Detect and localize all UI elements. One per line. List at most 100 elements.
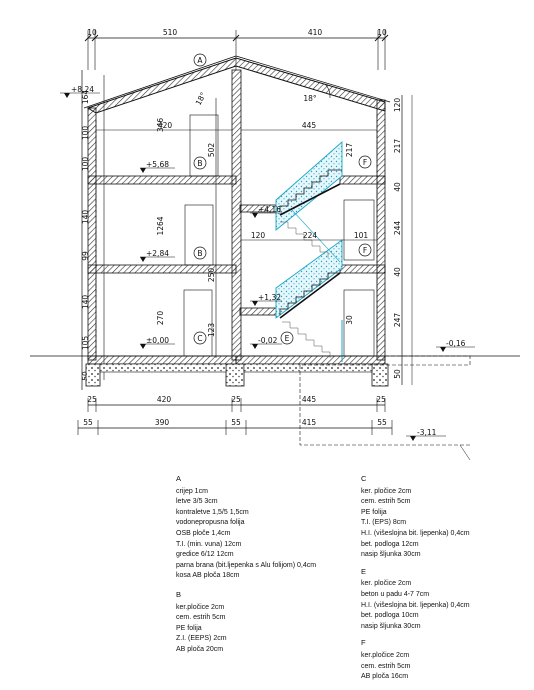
section-tag-labels: A B B C E F F: [197, 56, 367, 343]
dim-left-100b: 100: [81, 157, 90, 172]
ground-line: [30, 355, 520, 460]
legend-item: bet. podloga 12cm: [361, 540, 419, 548]
bottom-dimension-chain-2: 55 390 55 415 55: [77, 418, 393, 435]
legend-item: T.I. (EPS) 8cm: [361, 519, 407, 527]
svg-text:-0,02: -0,02: [258, 336, 278, 345]
dim-left-140a: 140: [81, 210, 90, 225]
legend-item: ker. pločice 2cm: [361, 580, 412, 588]
legend-item: cem. estrih 5cm: [361, 662, 411, 670]
dim-inner-224: 224: [303, 231, 318, 240]
dim-top-10-right: 10: [377, 28, 387, 37]
dim-bottom1-25a: 25: [87, 395, 97, 404]
dim-bottom2-55a: 55: [83, 418, 93, 427]
left-dimension-chain: 164 346 100 502 100 140 1264 99 140 270 …: [81, 70, 217, 390]
level-markers: +8,24 +5,68 +4,16 +2,84 +1,32 ±0,00 -0,0…: [60, 85, 475, 441]
section-tags: [193, 53, 372, 345]
legend-letter: A: [176, 474, 182, 483]
tag-c: C: [197, 334, 202, 343]
legend-item: kontraletve 1,5/5 1,5cm: [176, 508, 249, 516]
legend-item: H.I. (višeslojna bit. ljepenka) 0,4cm: [361, 601, 470, 609]
legend-item: ker.pločice 2cm: [176, 603, 225, 611]
dim-right-247: 247: [393, 313, 402, 328]
legend-group-f: F ker.pločice 2cm cem. estrih 5cm AB plo…: [361, 638, 470, 682]
legend-group-b: B ker.pločice 2cm cem. estrih 5cm PE fol…: [176, 590, 316, 656]
walls: [87, 69, 386, 361]
legend-right-column: C ker. pločice 2cm cem. estrih 5cm PE fo…: [361, 474, 470, 683]
right-dimension-chain: 120 217 217 40 244 40 247 50 30: [345, 95, 413, 385]
dim-bottom2-55c: 55: [377, 418, 387, 427]
dim-left-1264: 1264: [156, 216, 165, 235]
dim-left-270: 270: [156, 311, 165, 326]
legend-item: cem. estrih 5cm: [361, 498, 411, 506]
dim-top-10-left: 10: [87, 28, 97, 37]
legend-item: beton u padu 4-7 7cm: [361, 590, 430, 598]
stair-glass-railings: [275, 141, 343, 362]
tag-b1: B: [197, 159, 202, 168]
roof-angle-left: 18°: [194, 91, 208, 107]
svg-text:+2,84: +2,84: [146, 249, 169, 258]
level-marker-416: +4,16: [250, 205, 282, 218]
dim-left-50: 50: [81, 371, 90, 381]
dim-left-502: 502: [207, 143, 216, 158]
dim-top-410: 410: [308, 28, 323, 37]
legend-item: crijep 1cm: [176, 487, 208, 495]
level-marker-568: +5,68: [140, 160, 175, 173]
dim-inner-420: 420: [158, 121, 173, 130]
level-marker-132: +1,32: [250, 293, 282, 306]
section-drawing: 10 510 410 10 164 346 100 502 100 140 12…: [30, 28, 520, 460]
dim-right-40b: 40: [393, 267, 402, 277]
level-marker-minus-002: -0,02: [250, 336, 282, 349]
dim-right-244: 244: [393, 221, 402, 236]
dim-left-164: 164: [81, 90, 90, 105]
dim-top-510: 510: [163, 28, 178, 37]
legend-item: AB ploča 16cm: [361, 673, 409, 681]
legend-item: parna brana (bit.ljepenka s Alu folijom)…: [176, 561, 317, 569]
legend-item: OSB ploče 1,4cm: [176, 529, 231, 537]
tag-e: E: [285, 334, 290, 343]
dim-right-50: 50: [393, 369, 402, 379]
roof-angle-right: 18°: [303, 94, 317, 103]
dim-inner-120: 120: [251, 231, 266, 240]
dim-inner-445: 445: [302, 121, 317, 130]
dim-right-30: 30: [345, 315, 354, 325]
legend-item: H.I. (višeslojna bit. ljepenka) 0,4cm: [361, 529, 470, 537]
legend-letter: E: [361, 566, 367, 576]
legend-item: letve 3/5 3cm: [176, 498, 218, 506]
tag-a: A: [197, 56, 203, 65]
legend-group-c: C ker. pločice 2cm cem. estrih 5cm PE fo…: [361, 474, 470, 561]
legend-item: kosa AB ploča 18cm: [176, 572, 240, 580]
svg-text:-3,11: -3,11: [417, 428, 437, 437]
dim-right-120: 120: [393, 98, 402, 113]
svg-text:±0,00: ±0,00: [146, 336, 169, 345]
legend-item: nasip šljunka 30cm: [361, 551, 421, 559]
dim-bottom1-25b: 25: [231, 395, 241, 404]
dim-bottom2-415: 415: [302, 418, 317, 427]
level-marker-minus-016: -0,16: [436, 339, 475, 352]
svg-text:+1,32: +1,32: [258, 293, 281, 302]
level-marker-824: +8,24: [60, 85, 100, 98]
foundations: [85, 363, 389, 387]
legend-letter: F: [361, 638, 366, 648]
dim-right-217b: 217: [393, 139, 402, 154]
tag-f1: F: [363, 158, 367, 167]
legend-item: PE folija: [176, 624, 202, 632]
dim-inner-250: 250: [207, 268, 216, 283]
dim-left-99: 99: [81, 251, 90, 261]
bottom-dimension-chain-1: 25 420 25 445 25: [87, 395, 386, 412]
dim-bottom1-25c: 25: [376, 395, 386, 404]
dim-left-346: 346: [156, 118, 165, 133]
legend-item: T.I. (min. vuna) 12cm: [176, 540, 242, 548]
legend-group-a: A crijep 1cm letve 3/5 3cm kontraletve 1…: [176, 474, 316, 582]
legend-item: nasip šljunka 30cm: [361, 622, 421, 630]
dim-left-140b: 140: [81, 295, 90, 310]
dim-left-105: 105: [81, 336, 90, 351]
dim-inner-101: 101: [354, 231, 369, 240]
level-marker-000: ±0,00: [140, 336, 175, 349]
legend-letter: C: [361, 474, 367, 483]
legend-item: vodonepropusna folija: [176, 519, 245, 527]
dim-inner-123: 123: [207, 323, 216, 338]
tag-f2: F: [363, 246, 367, 255]
legend-item: bet. podloga 10cm: [361, 612, 419, 620]
top-dimension-chain: 10 510 410 10: [84, 28, 389, 70]
level-marker-minus-311: -3,11: [406, 428, 446, 441]
